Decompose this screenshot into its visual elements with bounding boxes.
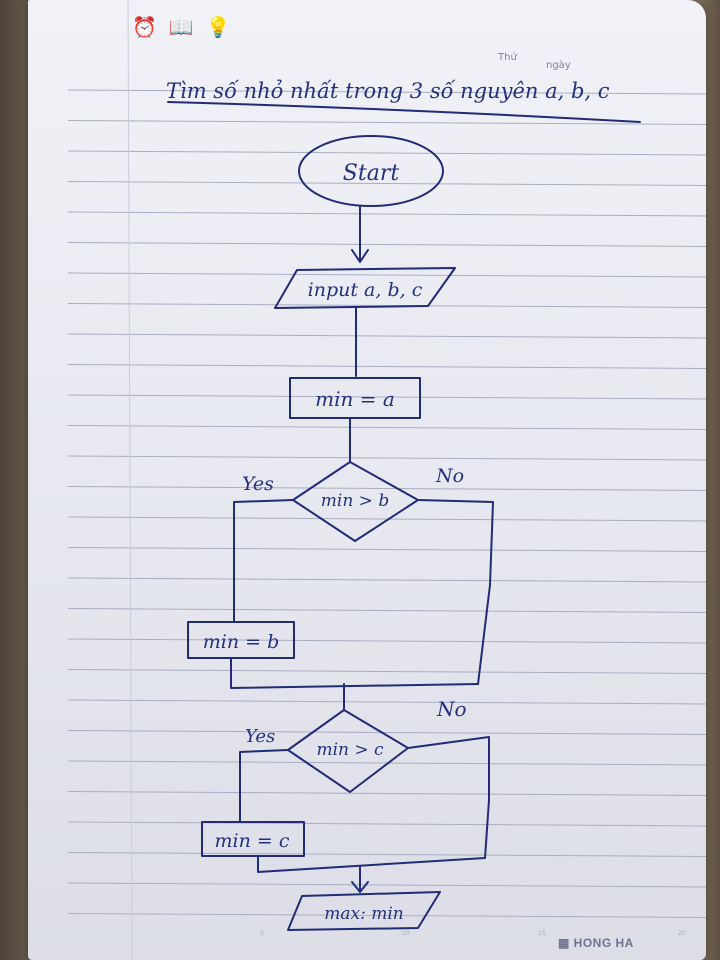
assign1-label: min = b — [203, 631, 280, 653]
ruled-line — [67, 425, 706, 430]
init-process-box — [289, 377, 421, 419]
ruled-line — [67, 272, 706, 278]
light-bulb-icon: 💡 — [205, 15, 231, 39]
margin-line — [127, 0, 133, 960]
assign1-process-box — [187, 621, 295, 659]
decision1-no-branch — [417, 499, 494, 685]
ruled-line — [67, 486, 706, 491]
decision2-label: min > c — [316, 740, 384, 760]
init-label: min = a — [315, 387, 395, 411]
ruled-line — [67, 730, 706, 735]
output-box — [287, 891, 441, 931]
footer-tick: 20 — [678, 930, 686, 937]
merge-line-2 — [257, 855, 486, 873]
ruled-line — [67, 882, 706, 888]
decision2-yes-branch — [239, 749, 289, 823]
input-label: input a, b, c — [308, 279, 423, 301]
ruled-line — [67, 181, 706, 186]
date-label: ngày — [546, 60, 571, 71]
ruled-line — [67, 333, 706, 339]
ruled-line — [67, 547, 706, 552]
ruled-line — [67, 364, 706, 369]
ruled-line — [67, 913, 706, 918]
decision2-no-label: No — [436, 697, 467, 721]
merge-line-1 — [230, 657, 479, 689]
ruled-line — [67, 608, 706, 613]
decision1-label: min > b — [321, 491, 389, 511]
ruled-line — [67, 394, 706, 400]
day-label: Thứ — [498, 52, 517, 63]
ruled-line — [67, 577, 706, 583]
title-underline — [167, 101, 641, 123]
alarm-clock-icon: ⏰ — [132, 15, 157, 39]
decision1-no-label: No — [435, 465, 464, 487]
decision2-diamond — [287, 709, 409, 793]
decision2-yes-label: Yes — [245, 726, 275, 747]
output-label: max: min — [324, 904, 403, 924]
start-label: Start — [343, 161, 400, 186]
assign2-process-box — [201, 821, 305, 857]
ruled-line — [67, 455, 706, 461]
footer-tick: 15 — [538, 930, 546, 937]
ruled-line — [67, 120, 706, 125]
start-terminal — [298, 135, 444, 207]
input-box — [274, 267, 456, 309]
ruled-line — [67, 89, 706, 95]
ruled-lines — [67, 0, 706, 960]
ruled-line — [67, 699, 706, 705]
arrow-start-to-input — [351, 206, 369, 263]
ruled-line — [67, 791, 706, 796]
decision1-yes-branch — [233, 499, 294, 623]
ruled-line — [67, 211, 706, 217]
decision1-diamond — [292, 461, 419, 542]
ruled-line — [67, 242, 706, 247]
decision1-yes-label: Yes — [242, 473, 274, 495]
brand-name: HONG HA — [573, 936, 634, 950]
brand-logo: ▦ HONG HA — [558, 936, 634, 950]
open-book-icon: 📖 — [168, 15, 194, 39]
decision2-no-branch — [407, 736, 490, 859]
ruled-line — [67, 638, 706, 644]
footer-tick: 5 — [260, 930, 264, 937]
ruled-line — [67, 303, 706, 308]
ruled-line — [67, 669, 706, 674]
notebook-page: ⏰ 📖 💡 Thứ ngày 5 10 15 20 ▦ HONG HA — [28, 0, 706, 960]
footer-tick: 10 — [402, 930, 410, 937]
ruled-line — [67, 821, 706, 827]
header-icons: ⏰ 📖 💡 — [132, 16, 231, 38]
ruled-line — [67, 852, 706, 857]
assign2-label: min = c — [215, 830, 290, 852]
page-title: Tìm số nhỏ nhất trong 3 số nguyên a, b, … — [166, 79, 610, 103]
ruled-line — [67, 150, 706, 156]
arrow-to-output — [351, 865, 369, 893]
